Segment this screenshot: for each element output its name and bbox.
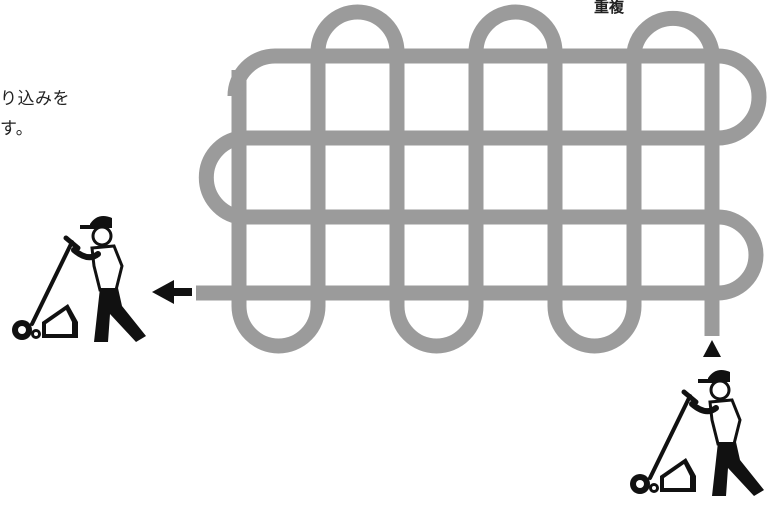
bottom-turn-arc-1 (231, 296, 326, 354)
mowing-path (196, 4, 767, 354)
horizontal-serpentine-pass (198, 48, 767, 301)
instruction-text-line-1: り込みを (0, 89, 70, 109)
top-turn-arc-2 (468, 4, 563, 70)
overlap-label: 重複 (594, 0, 625, 16)
up-triangle-icon (703, 340, 721, 357)
instruction-text-line-2: す。 (0, 119, 34, 139)
lawn-mower-worker-icon (12, 216, 146, 342)
left-arrow-icon (152, 280, 192, 304)
lawn-mower-worker-icon (630, 370, 764, 496)
bottom-turn-arc-3 (547, 296, 642, 354)
top-turn-arc-3 (626, 10, 720, 70)
bottom-turn-arc-2 (389, 296, 484, 354)
top-turn-arc-1 (310, 4, 405, 70)
